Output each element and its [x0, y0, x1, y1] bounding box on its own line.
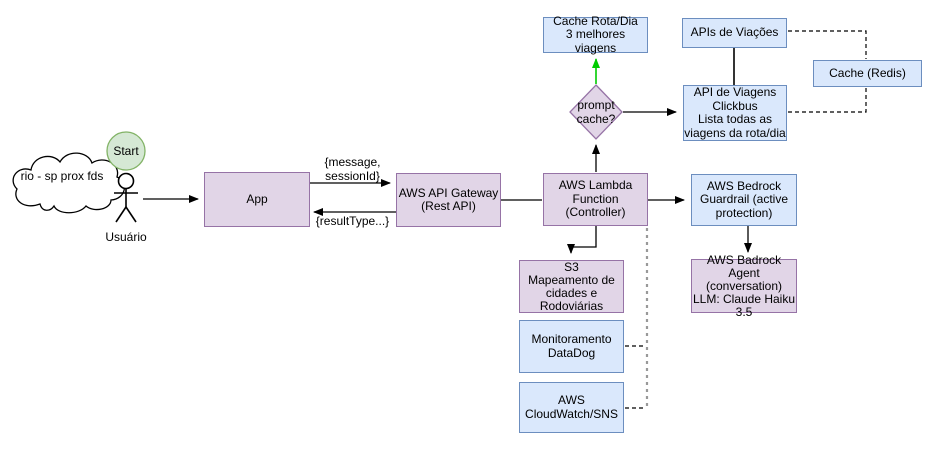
start-label: Start: [113, 144, 139, 158]
node-app[interactable]: App: [204, 172, 310, 227]
request-cloud-label: rio - sp prox fds: [20, 169, 104, 183]
prompt-cache-decision-shape[interactable]: [569, 84, 623, 140]
start-circle-shape[interactable]: [106, 131, 146, 171]
node-cache-rota-label: Cache Rota/Dia 3 melhores viagens: [553, 13, 638, 55]
edge-apiviagens-to-redis[interactable]: [788, 88, 867, 113]
user-actor-icon[interactable]: [114, 172, 138, 223]
node-lambda-label: AWS Lambda Function (Controller): [558, 178, 633, 220]
node-apis-viacoes[interactable]: APIs de Viações: [682, 18, 787, 48]
node-cloudwatch[interactable]: AWS CloudWatch/SNS: [519, 382, 624, 433]
edge-lambda-to-s3[interactable]: [567, 226, 597, 254]
edge-label-request: {message, sessionId}: [324, 155, 381, 183]
edge-label-response: {resultType...}: [315, 214, 390, 228]
node-api-gateway[interactable]: AWS API Gateway (Rest API): [396, 173, 501, 227]
node-s3-label: S3 Mapeamento de cidades e Rodoviárias: [528, 259, 615, 313]
user-label: Usuário: [105, 230, 147, 244]
node-bedrock-guardrail[interactable]: AWS Bedrock Guardrail (active protection…: [691, 174, 797, 226]
node-cache-redis[interactable]: Cache (Redis): [813, 60, 922, 87]
prompt-cache-decision-label: prompt cache?: [576, 98, 616, 126]
node-s3[interactable]: S3 Mapeamento de cidades e Rodoviárias: [519, 260, 624, 313]
node-badrock-agent-label: AWS Badrock Agent (conversation) LLM: Cl…: [692, 252, 796, 319]
node-api-gateway-label: AWS API Gateway (Rest API): [398, 185, 499, 213]
edge-apisviacoes-to-redis[interactable]: [788, 30, 867, 59]
node-lambda[interactable]: AWS Lambda Function (Controller): [543, 173, 648, 226]
node-cache-rota[interactable]: Cache Rota/Dia 3 melhores viagens: [543, 13, 648, 55]
node-apis-viacoes-label: APIs de Viações: [690, 25, 779, 40]
node-datadog[interactable]: Monitoramento DataDog: [519, 320, 624, 373]
node-cloudwatch-label: AWS CloudWatch/SNS: [525, 393, 618, 421]
node-datadog-label: Monitoramento DataDog: [531, 332, 612, 360]
node-api-viagens-label: API de Viagens Clickbus Lista todas as v…: [684, 85, 786, 140]
node-bedrock-guardrail-label: AWS Bedrock Guardrail (active protection…: [699, 178, 789, 220]
node-api-viagens[interactable]: API de Viagens Clickbus Lista todas as v…: [683, 85, 787, 141]
node-cache-redis-label: Cache (Redis): [829, 65, 906, 80]
node-badrock-agent[interactable]: AWS Badrock Agent (conversation) LLM: Cl…: [691, 253, 797, 318]
node-app-label: App: [246, 191, 268, 206]
